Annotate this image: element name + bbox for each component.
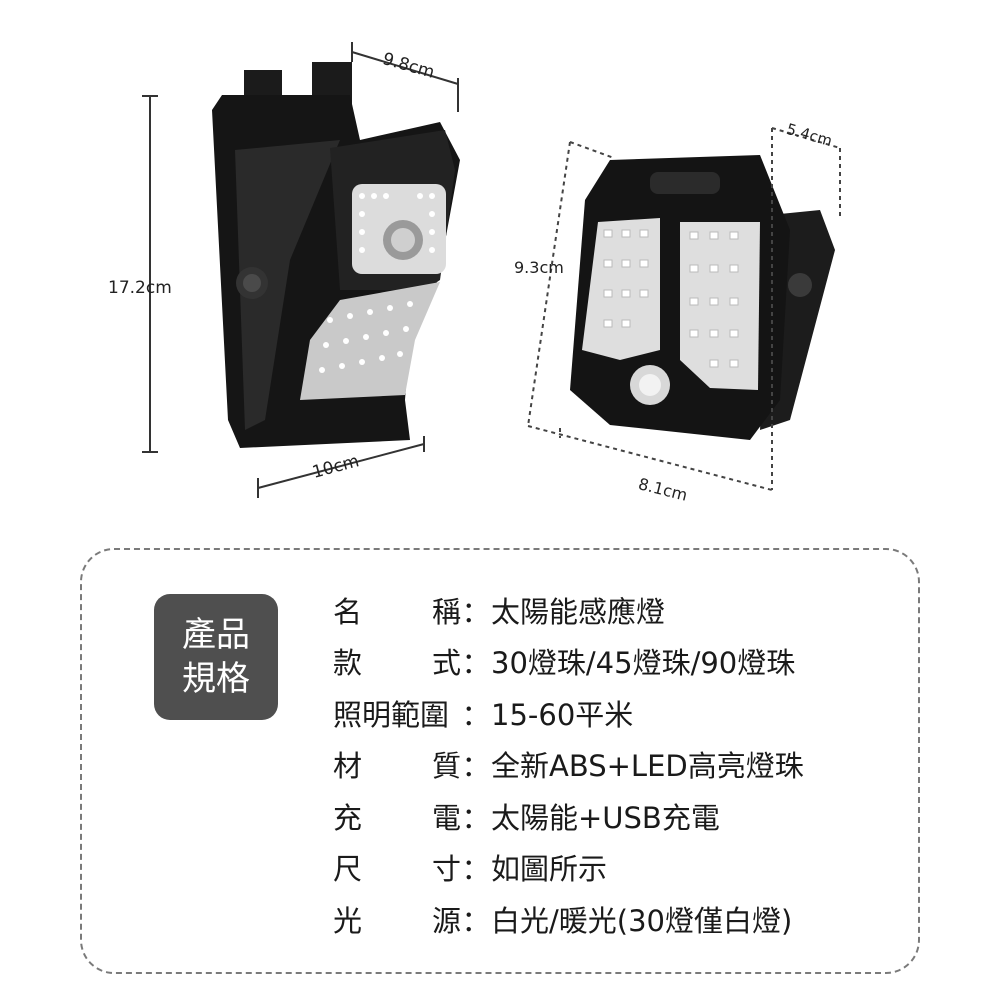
right-lamp-image	[570, 155, 835, 440]
spec-label-start: 名	[333, 594, 363, 629]
spec-colon: ：	[461, 852, 491, 887]
spec-value: 白光/暖光(30燈僅白燈)	[491, 903, 793, 938]
spec-row-name: 名 稱 ： 太陽能感應燈	[333, 584, 804, 636]
spec-label-end: 式	[431, 646, 461, 681]
spec-row-material: 材 質 ： 全新ABS+LED高亮燈珠	[333, 739, 804, 791]
spec-colon: ：	[461, 646, 491, 681]
spec-badge: 產品 規格	[154, 594, 278, 720]
spec-label-start: 款	[333, 646, 363, 681]
spec-label-start: 充	[333, 800, 363, 835]
left-lamp-image	[212, 62, 460, 448]
spec-colon: ：	[461, 800, 491, 835]
spec-label-end: 稱	[431, 594, 461, 629]
spec-colon: ：	[461, 697, 491, 732]
spec-row-size: 尺 寸 ： 如圖所示	[333, 842, 804, 894]
spec-label-start: 照明範圍	[333, 697, 450, 732]
spec-value: 全新ABS+LED高亮燈珠	[491, 749, 804, 784]
spec-value: 30燈珠/45燈珠/90燈珠	[491, 646, 796, 681]
spec-label-start: 光	[333, 903, 363, 938]
spec-label-start: 材	[333, 749, 363, 784]
spec-table: 名 稱 ： 太陽能感應燈 款 式 ： 30燈珠/45燈珠/90燈珠 照明範圍 ： 1…	[333, 584, 804, 945]
height-label-left: 17.2cm	[108, 278, 172, 298]
spec-value: 15-60平米	[491, 697, 634, 732]
spec-colon: ：	[461, 594, 491, 629]
spec-label-end: 質	[431, 749, 461, 784]
product-illustration	[142, 42, 841, 498]
spec-colon: ：	[461, 749, 491, 784]
badge-line-2: 規格	[182, 659, 250, 699]
spec-label-end: 電	[431, 800, 461, 835]
spec-colon: ：	[461, 903, 491, 938]
spec-label-end: 寸	[431, 852, 461, 887]
spec-row-charging: 充 電 ： 太陽能+USB充電	[333, 790, 804, 842]
spec-value: 如圖所示	[491, 852, 608, 887]
spec-row-range: 照明範圍 ： 15-60平米	[333, 687, 804, 739]
spec-panel	[80, 548, 920, 974]
spec-value: 太陽能感應燈	[491, 594, 666, 629]
dimension-lines	[142, 42, 459, 498]
spec-value: 太陽能+USB充電	[491, 800, 720, 835]
spec-label-end: 源	[431, 903, 461, 938]
spec-row-model: 款 式 ： 30燈珠/45燈珠/90燈珠	[333, 636, 804, 688]
spec-row-light: 光 源 ： 白光/暖光(30燈僅白燈)	[333, 893, 804, 945]
height-label-right: 9.3cm	[514, 258, 564, 277]
spec-label-start: 尺	[333, 852, 363, 887]
badge-line-1: 產品	[182, 615, 250, 655]
